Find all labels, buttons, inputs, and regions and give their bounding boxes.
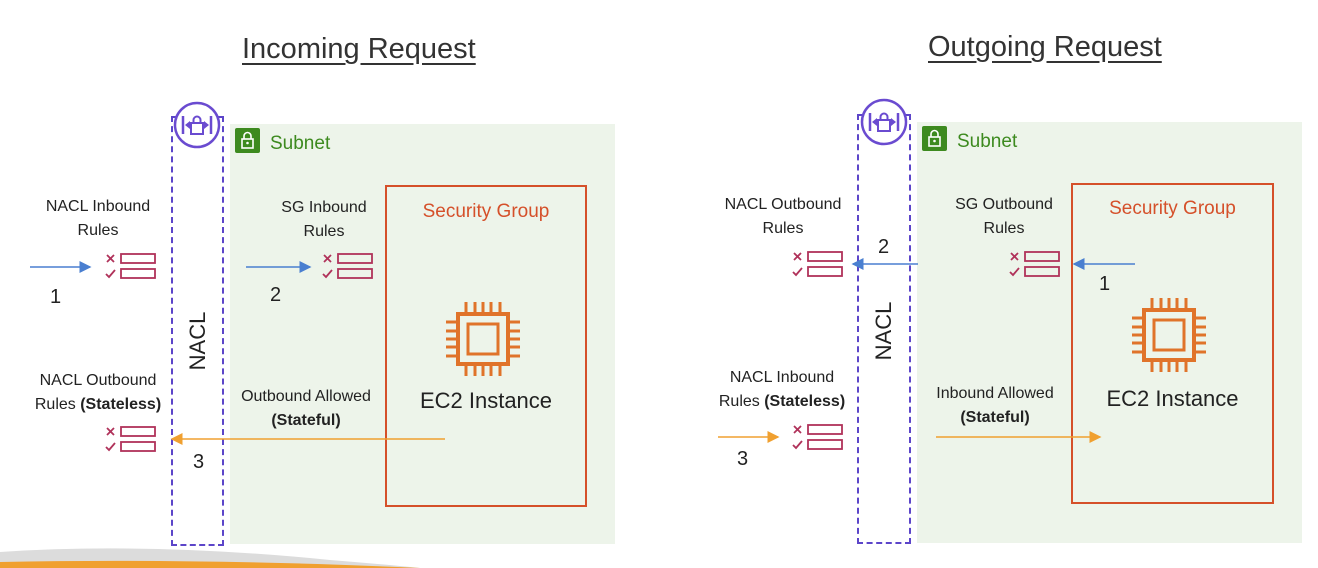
incoming-sg-rules-label: SG Inbound Rules <box>281 199 367 240</box>
outgoing-nacl-bottom-rules-label: NACL Inbound Rules (Stateless) <box>718 369 846 410</box>
outgoing-security-group-label: Security Group <box>1109 198 1236 219</box>
incoming-nacl-top-rules-label: NACL Inbound Rules <box>45 198 151 239</box>
rules-list-icon <box>790 423 846 453</box>
rules-list-icon <box>1007 250 1063 280</box>
outgoing-step-2: 2 <box>878 236 890 258</box>
outgoing-ec2-label: EC2 Instance <box>1106 386 1239 411</box>
incoming-subnet-label: Subnet <box>270 133 331 154</box>
incoming-subnet <box>230 124 615 544</box>
slide-swoosh <box>0 548 420 568</box>
outgoing-arrows <box>718 258 1135 443</box>
rules-list-icon <box>103 252 159 282</box>
incoming-step-3: 3 <box>193 451 205 473</box>
subnet-lock-icon <box>235 128 260 153</box>
rules-list-icon <box>320 252 376 282</box>
ec2-chip-icon <box>1130 296 1208 374</box>
outgoing-subnet <box>917 122 1302 543</box>
outgoing-subnet-label: Subnet <box>957 131 1018 152</box>
rules-list-icon <box>790 250 846 280</box>
subnet-lock-icon <box>922 126 947 151</box>
ec2-chip-icon <box>444 300 522 378</box>
incoming-security-group <box>385 185 587 507</box>
rules-list-icon <box>103 425 159 455</box>
incoming-stateful-label: Outbound Allowed (Stateful) <box>241 388 371 429</box>
outgoing-title: Outgoing Request <box>928 31 1162 63</box>
nacl-shield-icon <box>859 97 909 147</box>
outgoing-stateful-label: Inbound Allowed (Stateful) <box>936 385 1054 426</box>
incoming-step-1: 1 <box>50 286 62 308</box>
incoming-security-group-label: Security Group <box>422 201 550 222</box>
incoming-step-2: 2 <box>270 284 282 306</box>
outgoing-nacl-top-rules-label: NACL Outbound Rules <box>724 196 842 237</box>
outgoing-sg-rules-label: SG Outbound Rules <box>955 196 1053 237</box>
outgoing-step-1: 1 <box>1099 273 1111 295</box>
incoming-ec2-label: EC2 Instance <box>419 388 553 413</box>
nacl-shield-icon <box>172 100 222 150</box>
incoming-nacl-bottom-rules-label: NACL Outbound Rules (Stateless) <box>34 372 162 413</box>
outgoing-step-3: 3 <box>737 448 749 470</box>
incoming-arrows <box>30 261 445 445</box>
outgoing-security-group <box>1071 183 1274 504</box>
incoming-title: Incoming Request <box>242 33 476 65</box>
